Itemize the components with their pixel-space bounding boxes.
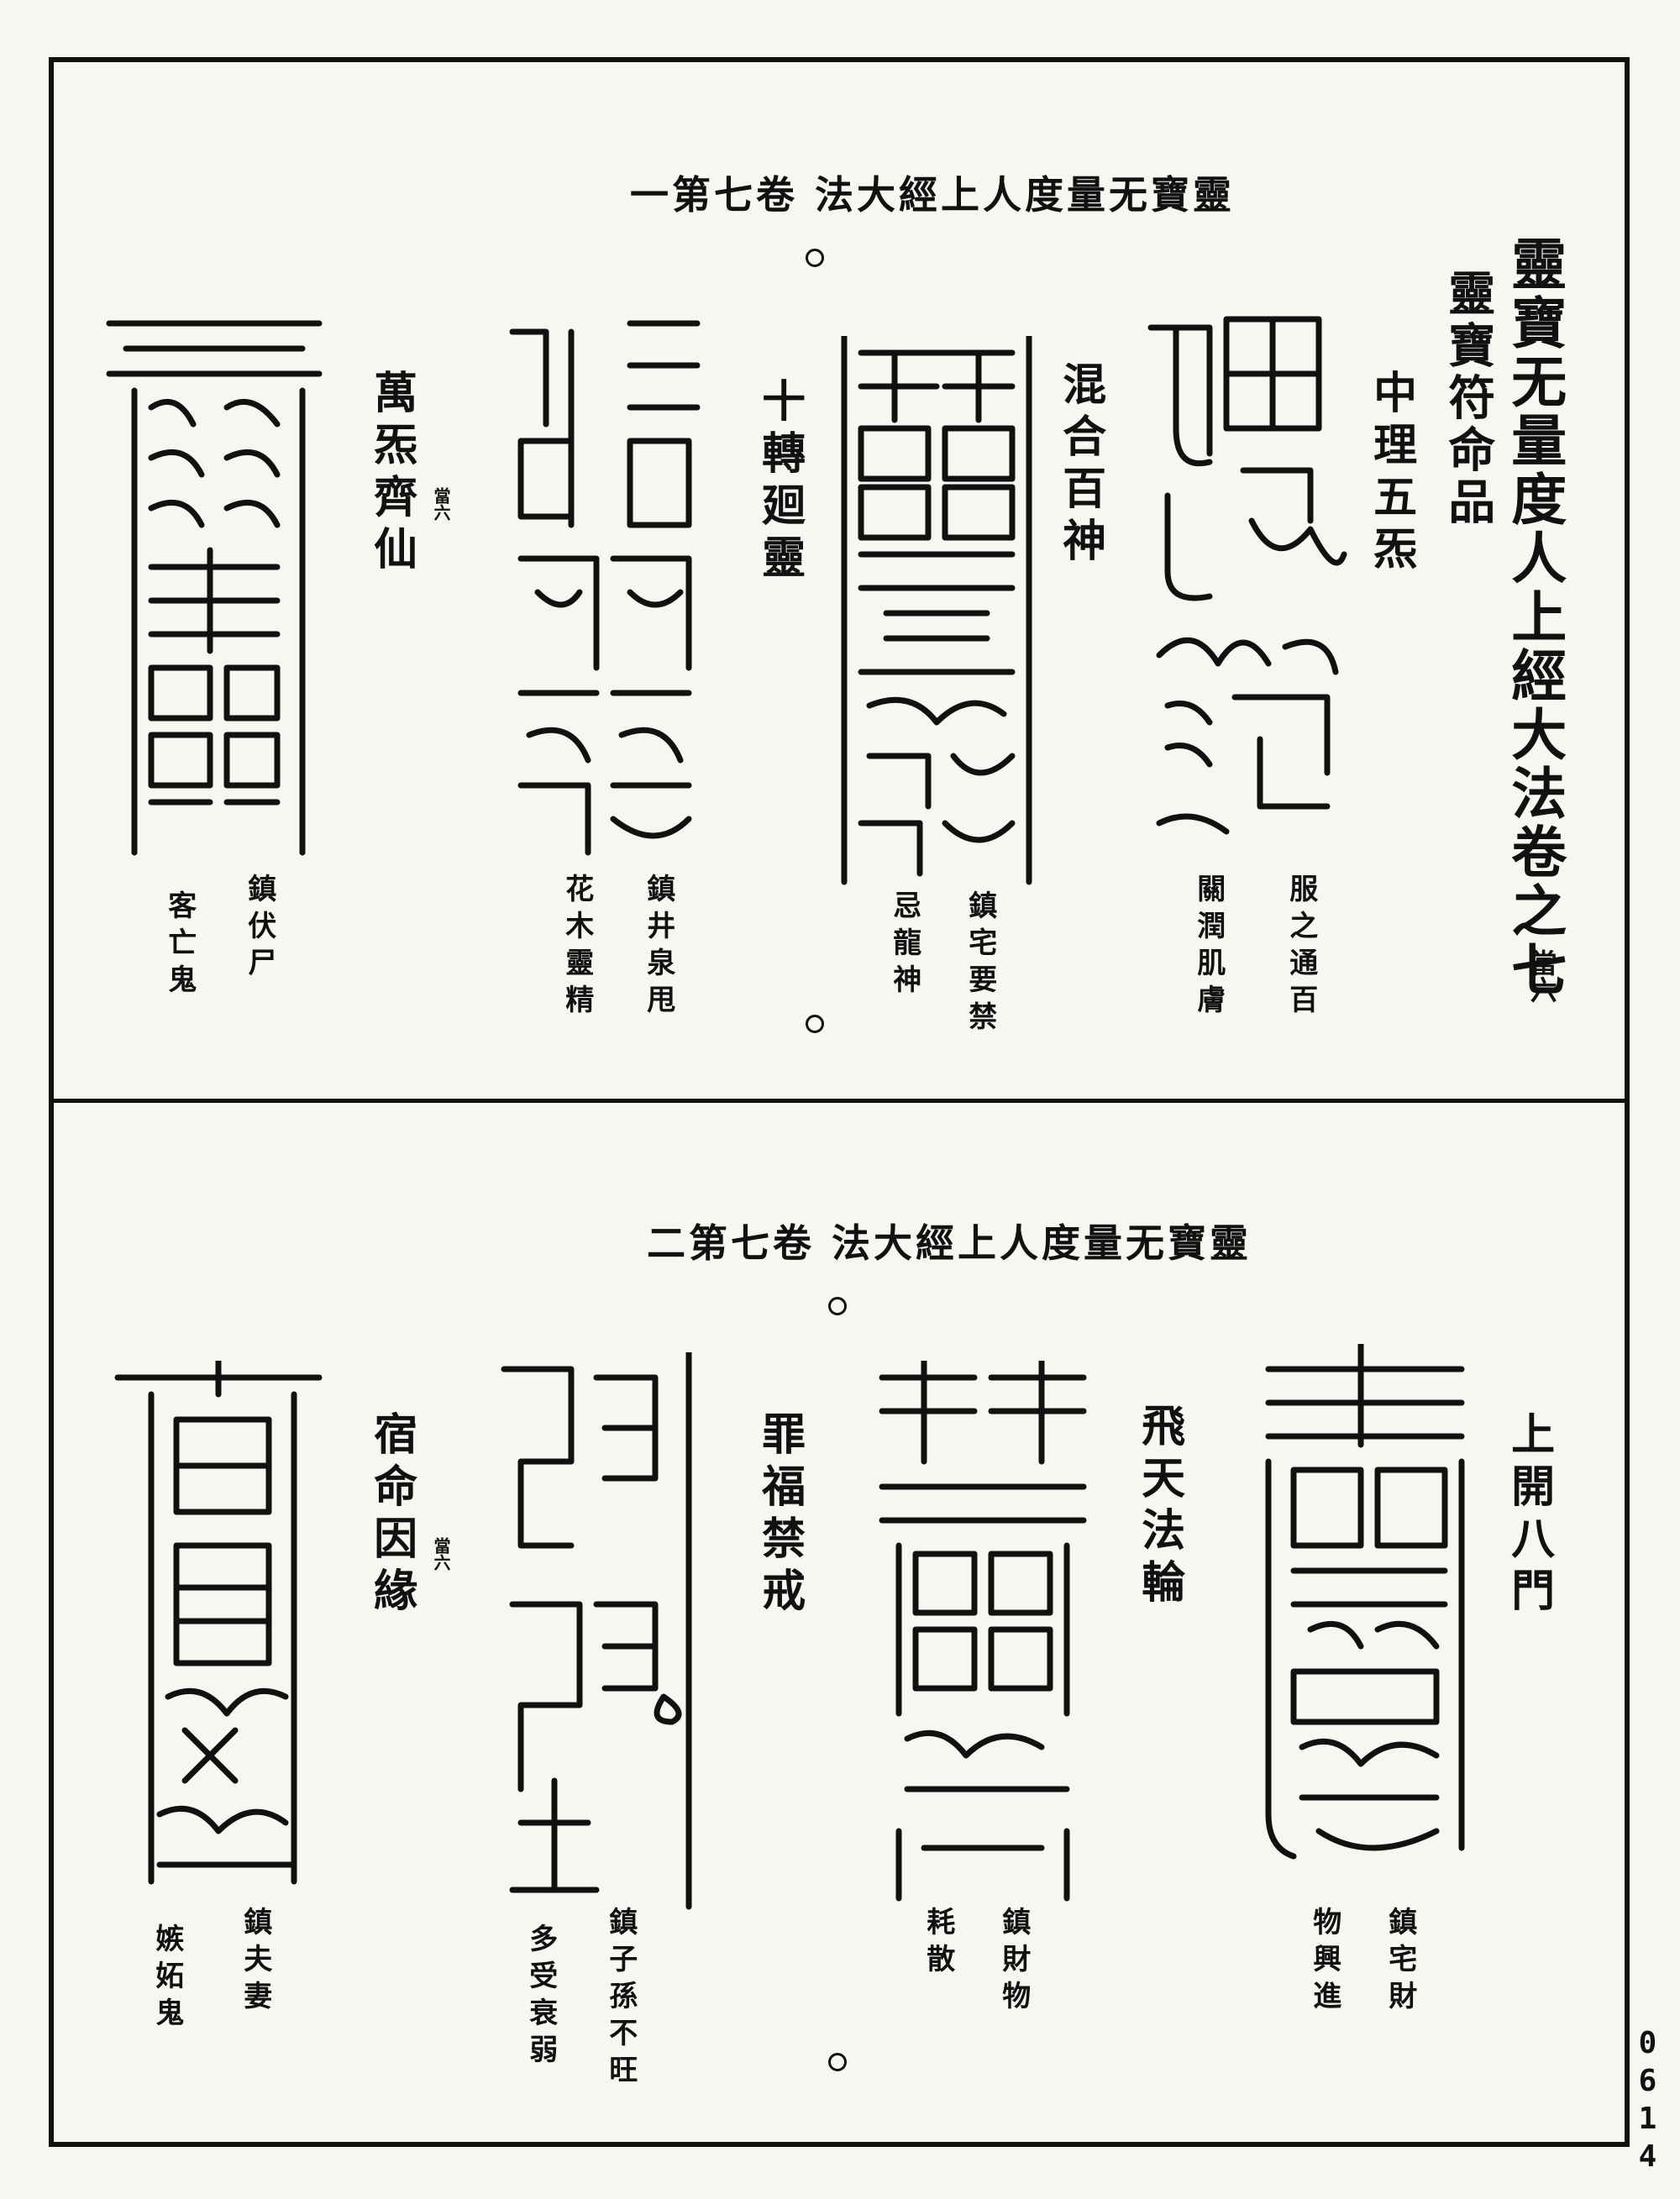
talisman-caption-right-7: 鎮子孫不旺 bbox=[603, 1907, 638, 2091]
page-number: 0614 bbox=[1630, 2026, 1665, 2177]
talisman-figure-8 bbox=[114, 1361, 323, 1885]
talisman-figure-5 bbox=[1265, 1344, 1465, 1860]
talisman-caption-right-1: 服之通百 bbox=[1284, 874, 1318, 1021]
talisman-caption-left-2: 忌龍神 bbox=[887, 890, 921, 1001]
talisman-caption-left-7: 多受衰弱 bbox=[523, 1923, 558, 2071]
bottom-page-header: 二第七卷 法大經上人度量无寶靈 bbox=[647, 1220, 1252, 1266]
corner-note: 當六 bbox=[1525, 949, 1558, 1003]
talisman-label-note-8: 當六 bbox=[431, 1537, 451, 1571]
page-divider bbox=[49, 1099, 1630, 1103]
talisman-caption-right-5: 鎮宅財 bbox=[1383, 1907, 1417, 2018]
talisman-caption-left-4: 客亡鬼 bbox=[162, 890, 197, 1001]
talisman-caption-left-3: 花木靈精 bbox=[559, 874, 594, 1021]
talisman-label-note-4: 當六 bbox=[431, 487, 451, 521]
talisman-caption-right-2: 鎮宅要禁 bbox=[963, 890, 997, 1038]
talisman-figure-7 bbox=[501, 1352, 692, 1910]
top-binding-hole-upper bbox=[806, 249, 824, 267]
talisman-label-8: 宿命因緣 bbox=[365, 1411, 417, 1619]
talisman-figure-6 bbox=[879, 1361, 1087, 1902]
talisman-caption-right-8: 鎮夫妻 bbox=[238, 1907, 272, 2018]
talisman-caption-right-6: 鎮財物 bbox=[996, 1907, 1031, 2018]
talisman-label-7: 罪福禁戒 bbox=[753, 1411, 806, 1619]
top-binding-hole-lower bbox=[806, 1015, 824, 1033]
talisman-caption-right-3: 鎮井泉甩 bbox=[641, 874, 675, 1021]
book-title: 靈寶无量度人上經大法卷之七 bbox=[1502, 235, 1568, 1000]
top-page-header: 一第七卷 法大經上人度量无寶靈 bbox=[630, 172, 1236, 218]
bottom-binding-hole-upper bbox=[828, 1297, 847, 1315]
talisman-figure-1 bbox=[1147, 316, 1347, 835]
talisman-caption-left-1: 關潤肌膚 bbox=[1191, 874, 1226, 1021]
talisman-figure-3 bbox=[509, 320, 701, 856]
talisman-caption-left-6: 耗散 bbox=[921, 1907, 955, 1981]
talisman-figure-2 bbox=[841, 336, 1032, 885]
bottom-binding-hole-lower bbox=[828, 2053, 847, 2071]
talisman-label-5: 上開八門 bbox=[1503, 1411, 1555, 1619]
talisman-caption-right-4: 鎮伏尸 bbox=[242, 874, 276, 984]
talisman-label-4: 萬炁齊仙 bbox=[365, 370, 417, 578]
talisman-label-1: 中理五炁 bbox=[1365, 370, 1417, 578]
talisman-figure-4 bbox=[106, 320, 323, 856]
chapter-title: 靈寶符命品 bbox=[1440, 269, 1496, 529]
talisman-caption-left-8: 嫉妬鬼 bbox=[150, 1923, 184, 2034]
talisman-label-6: 飛天法輪 bbox=[1133, 1403, 1185, 1611]
talisman-label-2: 混合百神 bbox=[1054, 361, 1106, 569]
talisman-caption-left-5: 物興進 bbox=[1307, 1907, 1341, 2018]
talisman-label-3: 十轉廻靈 bbox=[753, 378, 806, 586]
